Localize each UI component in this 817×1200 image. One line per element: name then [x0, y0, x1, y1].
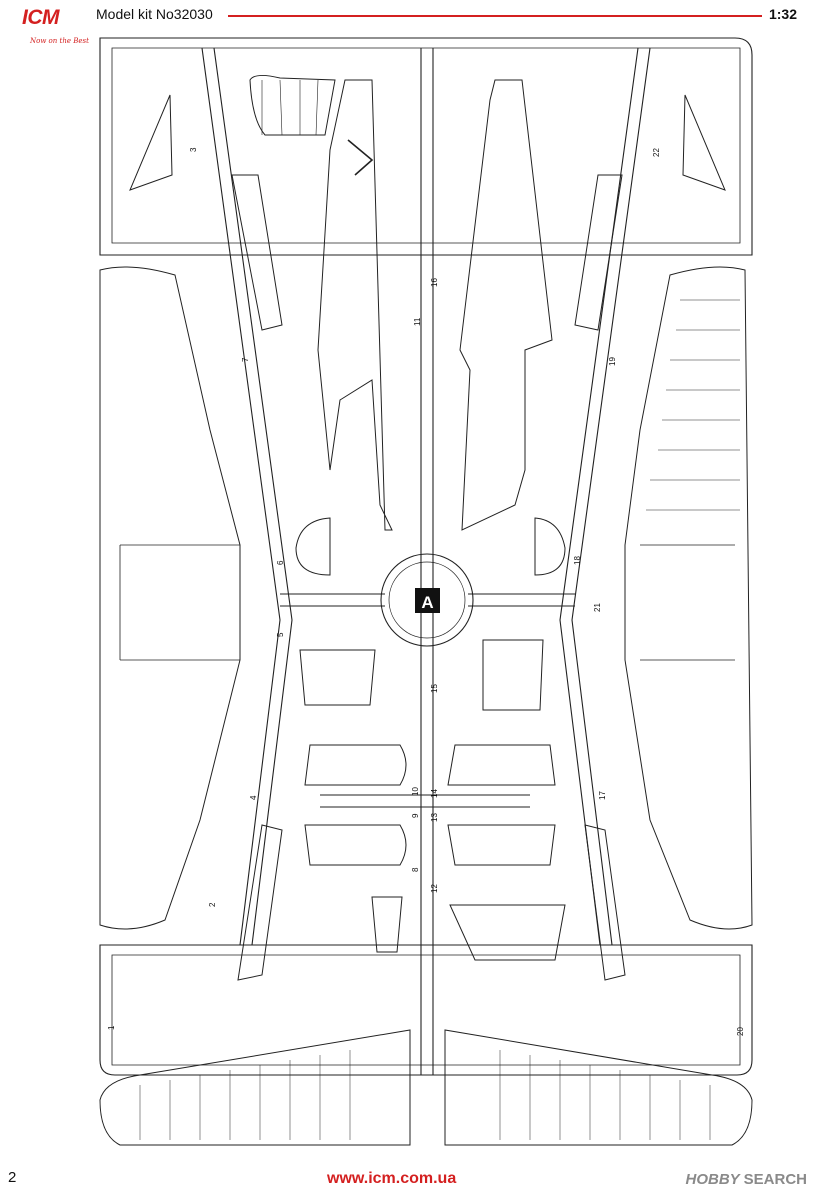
ladder-left-bottom [237, 824, 283, 981]
part-number: 12 [430, 884, 439, 893]
website-link[interactable]: www.icm.com.ua [327, 1170, 457, 1187]
model-kit-title: Model kit No32030 [96, 6, 213, 22]
part-number: 21 [593, 603, 602, 612]
canopy-frame-right [534, 517, 566, 576]
ladder-left-top [231, 174, 283, 331]
canopy-frame-left [295, 517, 331, 576]
wheel-well-3 [447, 744, 556, 786]
logo-tagline: Now on the Best [30, 37, 89, 45]
watermark-logo: HOBBY [685, 1171, 740, 1188]
ladder-right-top [574, 174, 623, 331]
part-number: 3 [189, 147, 198, 152]
panel-part [299, 649, 376, 706]
part-number: 1 [107, 1025, 116, 1030]
part-number: 5 [276, 632, 285, 637]
fuselage-half-right [459, 79, 553, 531]
wing-right [624, 266, 753, 930]
ladder-right-bottom [584, 824, 626, 981]
part-number: 9 [411, 813, 420, 818]
icm-logo: ICM Now on the Best [8, 4, 89, 48]
header-rule [228, 15, 762, 17]
fuselage-half-left [317, 79, 393, 531]
sprue-frame [99, 37, 753, 256]
part-number: 6 [276, 560, 285, 565]
rudder-left [249, 74, 336, 136]
logo-text: ICM [22, 6, 60, 29]
part-number: 7 [241, 357, 250, 362]
wheel-well-4 [447, 824, 556, 866]
part-number: 22 [652, 148, 661, 157]
part-number: 20 [736, 1027, 745, 1036]
sprue-letter-tag: A [415, 588, 440, 613]
flap-right [444, 1029, 753, 1146]
wheel-well-1 [304, 744, 407, 786]
part-number: 16 [430, 278, 439, 287]
part-number: 14 [430, 789, 439, 798]
sprue-letter: A [421, 593, 433, 612]
part-number: 15 [430, 684, 439, 693]
watermark: HOBBY SEARCH [685, 1171, 807, 1188]
watermark-word: SEARCH [743, 1171, 807, 1188]
bulkhead-part [371, 896, 403, 953]
part-number: 10 [411, 787, 420, 796]
scale-label: 1:32 [768, 6, 797, 22]
flap-left [99, 1029, 411, 1146]
part-number: 17 [598, 791, 607, 800]
strut-left [129, 94, 173, 191]
part-number: 8 [411, 867, 420, 872]
part-number: 18 [573, 556, 582, 565]
panel-part-right [482, 639, 544, 711]
strut-right [682, 94, 726, 191]
wing-left [99, 266, 241, 930]
page-number: 2 [8, 1169, 17, 1186]
sprue-hub [380, 553, 474, 647]
tail-piece [449, 904, 566, 961]
part-number: 4 [249, 795, 258, 800]
part-number: 2 [208, 902, 217, 907]
part-number: 13 [430, 813, 439, 822]
part-number: 11 [413, 317, 422, 326]
part-number: 19 [608, 357, 617, 366]
sprue-frame-lower [99, 944, 753, 1076]
wheel-well-2 [304, 824, 407, 866]
